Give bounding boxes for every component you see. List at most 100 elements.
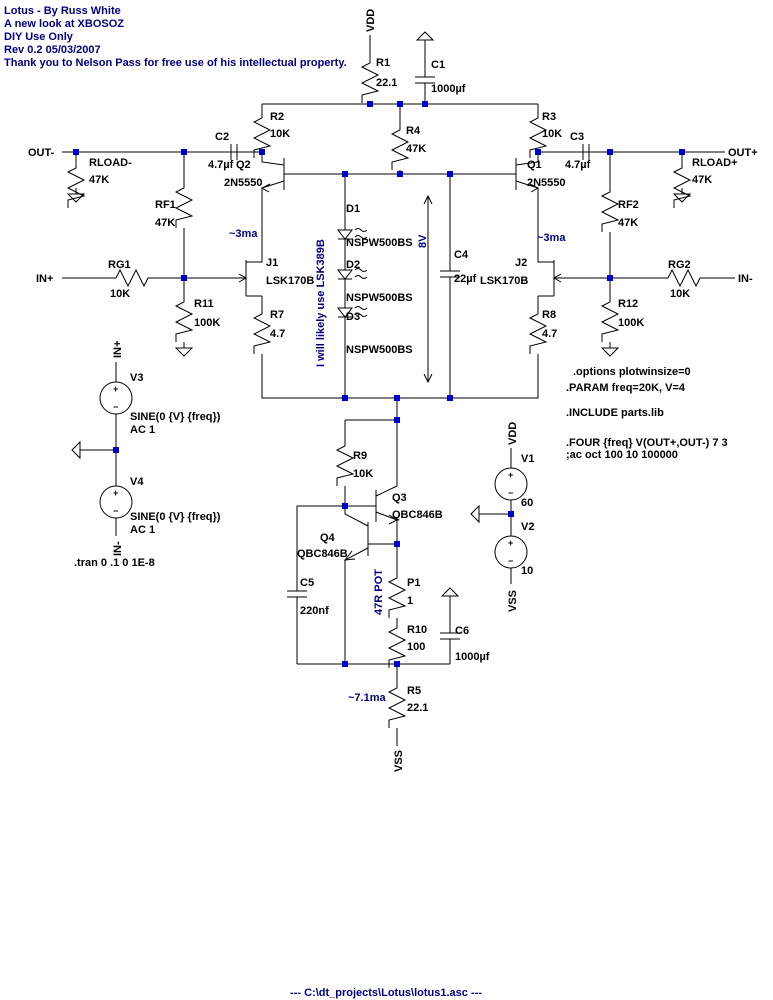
v1-vdd: VDD xyxy=(507,422,519,445)
tran-directive: .tran 0 .1 0 1E-8 xyxy=(74,557,155,569)
q2-ref: Q2 xyxy=(236,159,251,171)
header-line: A new look at XBOSOZ xyxy=(4,18,124,30)
header-line: Lotus - By Russ White xyxy=(4,5,121,17)
p1-value: 1 xyxy=(407,595,413,607)
r1-value: 22.1 xyxy=(376,77,397,89)
q2-value: 2N5550 xyxy=(224,177,263,189)
v1-value: 60 xyxy=(521,497,533,509)
junction-dots xyxy=(73,101,685,667)
four-directive: .FOUR {freq} V(OUT+,OUT-) 7 3 xyxy=(566,437,728,449)
r11-ref: R11 xyxy=(194,298,214,310)
r1-ref: R1 xyxy=(376,57,390,69)
c1-value: 1000µf xyxy=(431,83,466,95)
v4-value: SINE(0 {V} {freq}) xyxy=(130,511,221,523)
v3-in-plus: IN+ xyxy=(112,341,124,358)
v4-in-minus: IN- xyxy=(112,541,124,556)
r4-value: 47K xyxy=(406,143,426,155)
r4-ref: R4 xyxy=(406,125,421,137)
ac-directive: ;ac oct 100 10 100000 xyxy=(566,449,678,461)
rload-minus-value: 47K xyxy=(89,174,109,186)
j2-value: LSK170B xyxy=(480,275,528,287)
param-directive: .PARAM freq=20K, V=4 xyxy=(566,382,686,394)
d3-value: NSPW500BS xyxy=(346,344,413,356)
c6-ref: C6 xyxy=(455,625,469,637)
led-voltage-note: 8V xyxy=(417,234,429,248)
q1-ref: Q1 xyxy=(527,159,542,171)
r9-value: 10K xyxy=(353,468,373,480)
vdd-label: VDD xyxy=(365,9,377,32)
r5-current: ~7.1ma xyxy=(348,692,386,704)
header-line: Thank you to Nelson Pass for free use of… xyxy=(4,57,347,69)
c6-value: 1000µf xyxy=(455,651,490,663)
v3-ac: AC 1 xyxy=(130,424,155,436)
v4-ac: AC 1 xyxy=(130,524,155,536)
r10-value: 100 xyxy=(407,641,425,653)
j1-ref: J1 xyxy=(266,257,278,269)
header-notes: Lotus - By Russ White A new look at XBOS… xyxy=(4,5,347,69)
j1-value: LSK170B xyxy=(266,275,314,287)
r2-value: 10K xyxy=(270,128,290,140)
v2-ref: V2 xyxy=(521,521,534,533)
rf2-value: 47K xyxy=(618,217,638,229)
d3-ref: D3 xyxy=(346,311,360,323)
r12-value: 100K xyxy=(618,317,644,329)
in-plus-label: IN+ xyxy=(36,273,53,285)
rload-plus-ref: RLOAD+ xyxy=(692,157,738,169)
rload-plus-value: 47K xyxy=(692,174,712,186)
r5-ref: R5 xyxy=(407,685,421,697)
d2-value: NSPW500BS xyxy=(346,292,413,304)
d1-ref: D1 xyxy=(346,203,360,215)
v3-ref: V3 xyxy=(130,372,143,384)
rg2-value: 10K xyxy=(670,288,690,300)
v2-value: 10 xyxy=(521,565,533,577)
include-directive: .INCLUDE parts.lib xyxy=(566,407,664,419)
p1-ref: P1 xyxy=(407,577,420,589)
footer-path: --- C:\dt_projects\Lotus\lotus1.asc --- xyxy=(290,987,482,999)
q4-value: QBC846B xyxy=(297,548,348,560)
v1-ref: V1 xyxy=(521,453,534,465)
lsk389-note: I will likely use LSK389B xyxy=(315,239,327,367)
rload-minus-ref: RLOAD- xyxy=(89,157,132,169)
j2-current: ~3ma xyxy=(537,232,566,244)
d1-value: NSPW500BS xyxy=(346,237,413,249)
v3-value: SINE(0 {V} {freq}) xyxy=(130,411,221,423)
j2-ref: J2 xyxy=(515,257,527,269)
header-line: DIY Use Only xyxy=(4,31,74,43)
rf1-ref: RF1 xyxy=(155,199,176,211)
r3-ref: R3 xyxy=(542,111,556,123)
r2-ref: R2 xyxy=(270,111,284,123)
j1-current: ~3ma xyxy=(229,228,258,240)
v4-ref: V4 xyxy=(130,476,144,488)
c4-value: 22µf xyxy=(454,273,477,285)
q3-ref: Q3 xyxy=(392,492,407,504)
r8-ref: R8 xyxy=(542,309,556,321)
rg1-ref: RG1 xyxy=(108,259,131,271)
options-directive: .options plotwinsize=0 xyxy=(573,366,691,378)
r9-ref: R9 xyxy=(353,450,367,462)
d2-ref: D2 xyxy=(346,259,360,271)
q3-value: QBC846B xyxy=(392,509,443,521)
r12-ref: R12 xyxy=(618,298,638,310)
r7-ref: R7 xyxy=(270,309,284,321)
c5-ref: C5 xyxy=(300,577,314,589)
rf2-ref: RF2 xyxy=(618,199,639,211)
c4-ref: C4 xyxy=(454,249,469,261)
rf1-value: 47K xyxy=(155,217,175,229)
c5-value: 220nf xyxy=(300,605,329,617)
c2-value: 4.7µf xyxy=(208,159,234,171)
rg2-ref: RG2 xyxy=(668,259,691,271)
out-minus-label: OUT- xyxy=(28,147,55,159)
c2-ref: C2 xyxy=(215,131,229,143)
r5-value: 22.1 xyxy=(407,702,428,714)
header-line: Rev 0.2 05/03/2007 xyxy=(4,44,101,56)
out-plus-label: OUT+ xyxy=(728,147,758,159)
v2-vss: VSS xyxy=(507,590,519,612)
q1-value: 2N5550 xyxy=(527,177,566,189)
q4-ref: Q4 xyxy=(320,532,336,544)
vss-label: VSS xyxy=(393,750,405,772)
c1-ref: C1 xyxy=(431,59,445,71)
r7-value: 4.7 xyxy=(270,328,285,340)
c3-value: 4.7µf xyxy=(565,159,591,171)
in-minus-label: IN- xyxy=(738,273,753,285)
